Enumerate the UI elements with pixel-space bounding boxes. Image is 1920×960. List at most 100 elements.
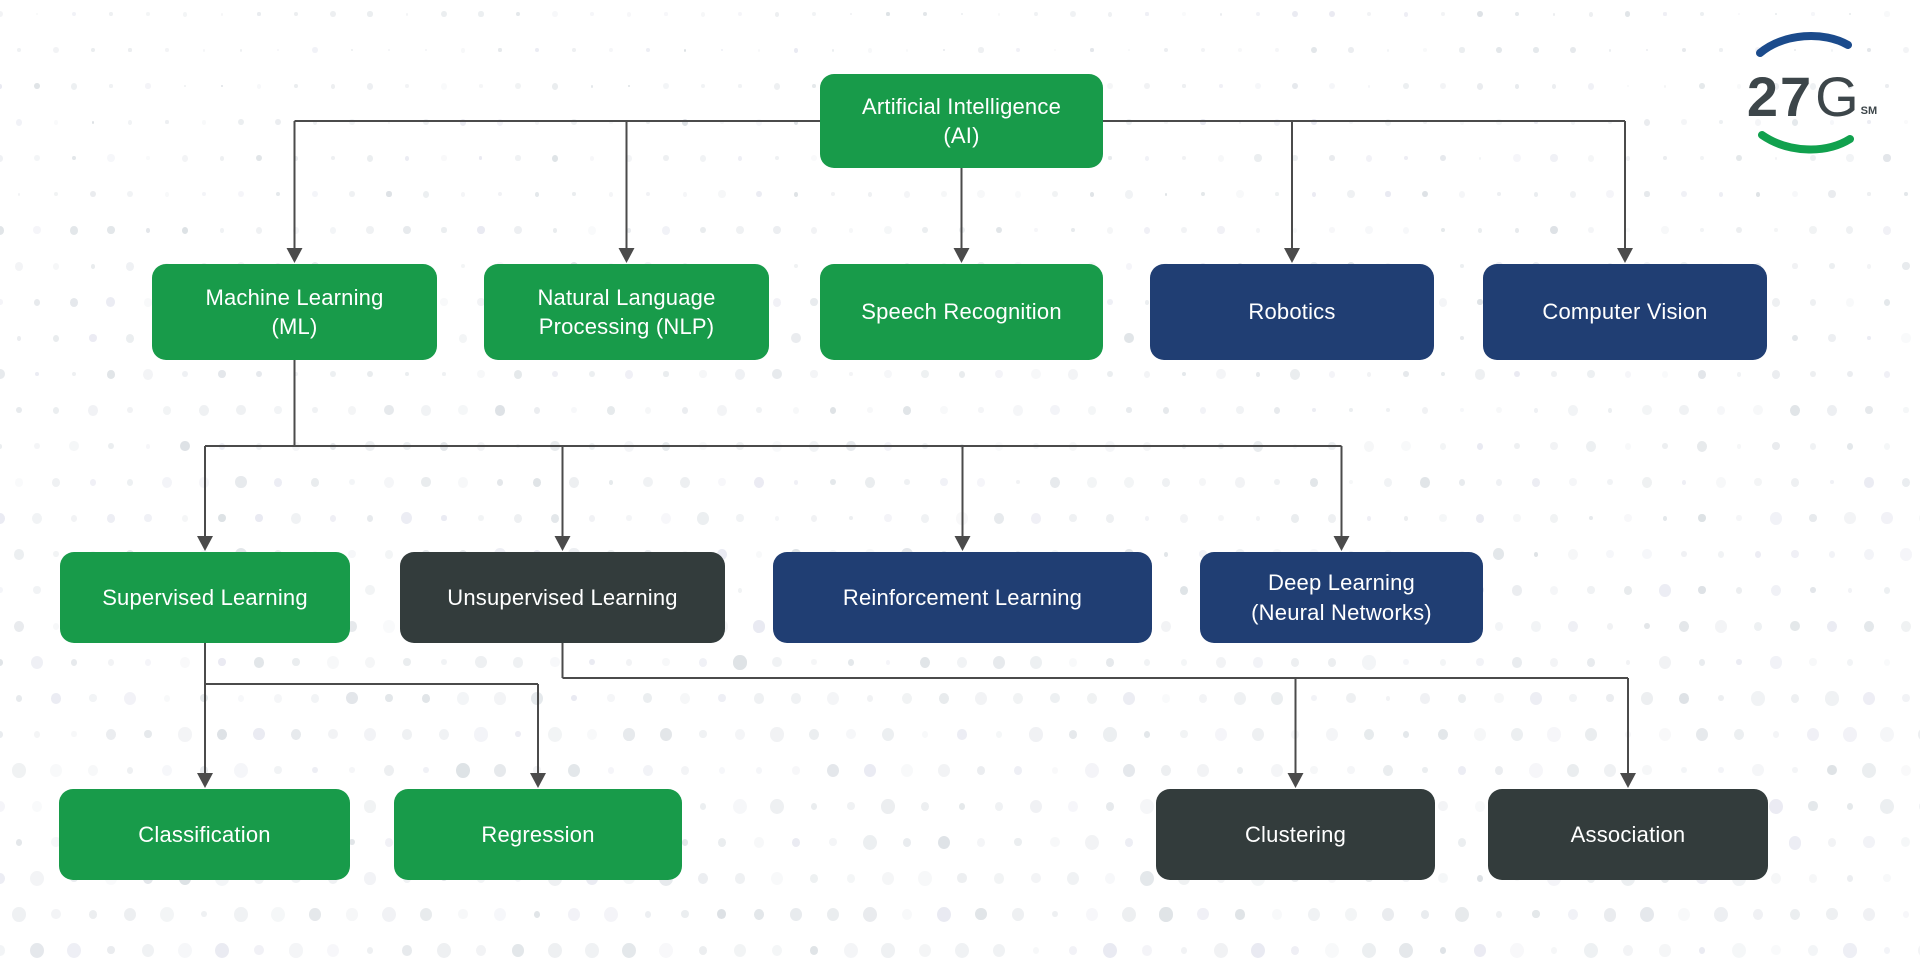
- background-dot: [1273, 406, 1281, 414]
- background-dot: [495, 405, 505, 416]
- background-dot: [1663, 12, 1667, 16]
- background-dot: [330, 11, 336, 18]
- background-dot: [349, 119, 355, 126]
- background-dot: [160, 907, 174, 923]
- node-label: (AI): [943, 123, 980, 148]
- background-dot: [162, 405, 172, 415]
- node-label: Robotics: [1248, 299, 1336, 325]
- background-dot: [1699, 155, 1705, 161]
- background-dot: [293, 83, 299, 89]
- background-dot: [716, 548, 728, 561]
- background-dot: [1753, 405, 1763, 416]
- background-dot: [551, 82, 559, 90]
- background-dot: [145, 227, 151, 233]
- background-dot: [938, 764, 950, 777]
- node-label: Classification: [138, 821, 271, 847]
- background-dot: [826, 907, 840, 922]
- background-dot: [1883, 370, 1891, 378]
- background-dot: [1255, 11, 1261, 17]
- background-dot: [735, 369, 745, 380]
- background-dot: [1199, 550, 1207, 559]
- node-regression: Regression: [394, 789, 682, 880]
- background-dot: [1587, 586, 1595, 595]
- background-dot: [1772, 298, 1780, 307]
- background-dot: [1863, 836, 1875, 849]
- background-dot: [215, 943, 229, 959]
- background-dot: [1699, 83, 1705, 90]
- background-dot: [1606, 622, 1614, 630]
- background-dot: [718, 694, 726, 703]
- background-dot: [1716, 405, 1726, 415]
- background-dot: [533, 406, 541, 414]
- background-dot: [548, 943, 562, 959]
- background-dot: [1719, 120, 1723, 125]
- background-dot: [254, 945, 264, 956]
- background-dot: [920, 801, 930, 812]
- background-dot: [1403, 515, 1409, 521]
- background-dot: [1068, 729, 1078, 739]
- background-dot: [1182, 84, 1186, 88]
- background-dot: [1122, 907, 1136, 923]
- background-dot: [977, 478, 985, 487]
- background-dot: [624, 369, 634, 380]
- background-dot: [1736, 515, 1742, 522]
- background-dot: [124, 692, 136, 705]
- background-dot: [552, 11, 558, 18]
- background-dot: [589, 371, 595, 378]
- background-dot: [1625, 155, 1631, 161]
- background-dot: [1792, 263, 1798, 269]
- background-dot: [900, 763, 914, 778]
- background-dot: [474, 727, 488, 742]
- background-dot: [254, 657, 264, 668]
- background-dot: [1089, 191, 1095, 197]
- background-dot: [867, 47, 873, 53]
- background-dot: [125, 261, 135, 271]
- background-dot: [1218, 515, 1224, 522]
- background-dot: [404, 155, 410, 161]
- background-dot: [1510, 727, 1524, 741]
- background-dot: [515, 83, 521, 90]
- background-dot: [1367, 84, 1371, 88]
- background-dot: [955, 943, 969, 959]
- background-dot: [1086, 908, 1098, 921]
- background-dot: [1031, 513, 1041, 524]
- background-dot: [1218, 83, 1224, 89]
- background-dot: [1366, 515, 1372, 521]
- background-dot: [441, 515, 447, 521]
- background-dot: [201, 119, 207, 125]
- background-dot: [773, 82, 781, 90]
- background-dot: [1403, 371, 1409, 378]
- background-dot: [326, 943, 340, 958]
- background-dot: [1347, 190, 1355, 199]
- background-dot: [1496, 47, 1502, 54]
- background-dot: [218, 514, 226, 523]
- background-dot: [772, 369, 782, 380]
- background-dot: [937, 907, 951, 923]
- background-dot: [1624, 370, 1632, 378]
- background-dot: [0, 226, 4, 235]
- background-dot: [1422, 191, 1428, 198]
- background-dot: [1103, 943, 1117, 959]
- background-dot: [881, 799, 895, 814]
- background-dot: [1902, 262, 1910, 271]
- background-dot: [625, 658, 633, 666]
- background-dot: [366, 82, 374, 90]
- background-dot: [493, 907, 507, 921]
- background-dot: [33, 226, 41, 235]
- background-dot: [680, 765, 690, 775]
- background-dot: [1309, 477, 1319, 488]
- background-dot: [1325, 727, 1339, 742]
- background-dot: [178, 943, 192, 959]
- background-dot: [1496, 119, 1502, 125]
- background-dot: [1603, 763, 1617, 778]
- background-dot: [699, 802, 707, 810]
- background-dot: [844, 943, 858, 959]
- node-ai: Artificial Intelligence(AI): [820, 74, 1103, 168]
- background-dot: [1863, 548, 1875, 560]
- background-dot: [0, 730, 4, 738]
- background-dot: [1291, 514, 1299, 523]
- background-dot: [1034, 12, 1038, 17]
- background-dot: [881, 943, 895, 958]
- background-dot: [457, 692, 469, 705]
- background-dot: [1883, 298, 1891, 306]
